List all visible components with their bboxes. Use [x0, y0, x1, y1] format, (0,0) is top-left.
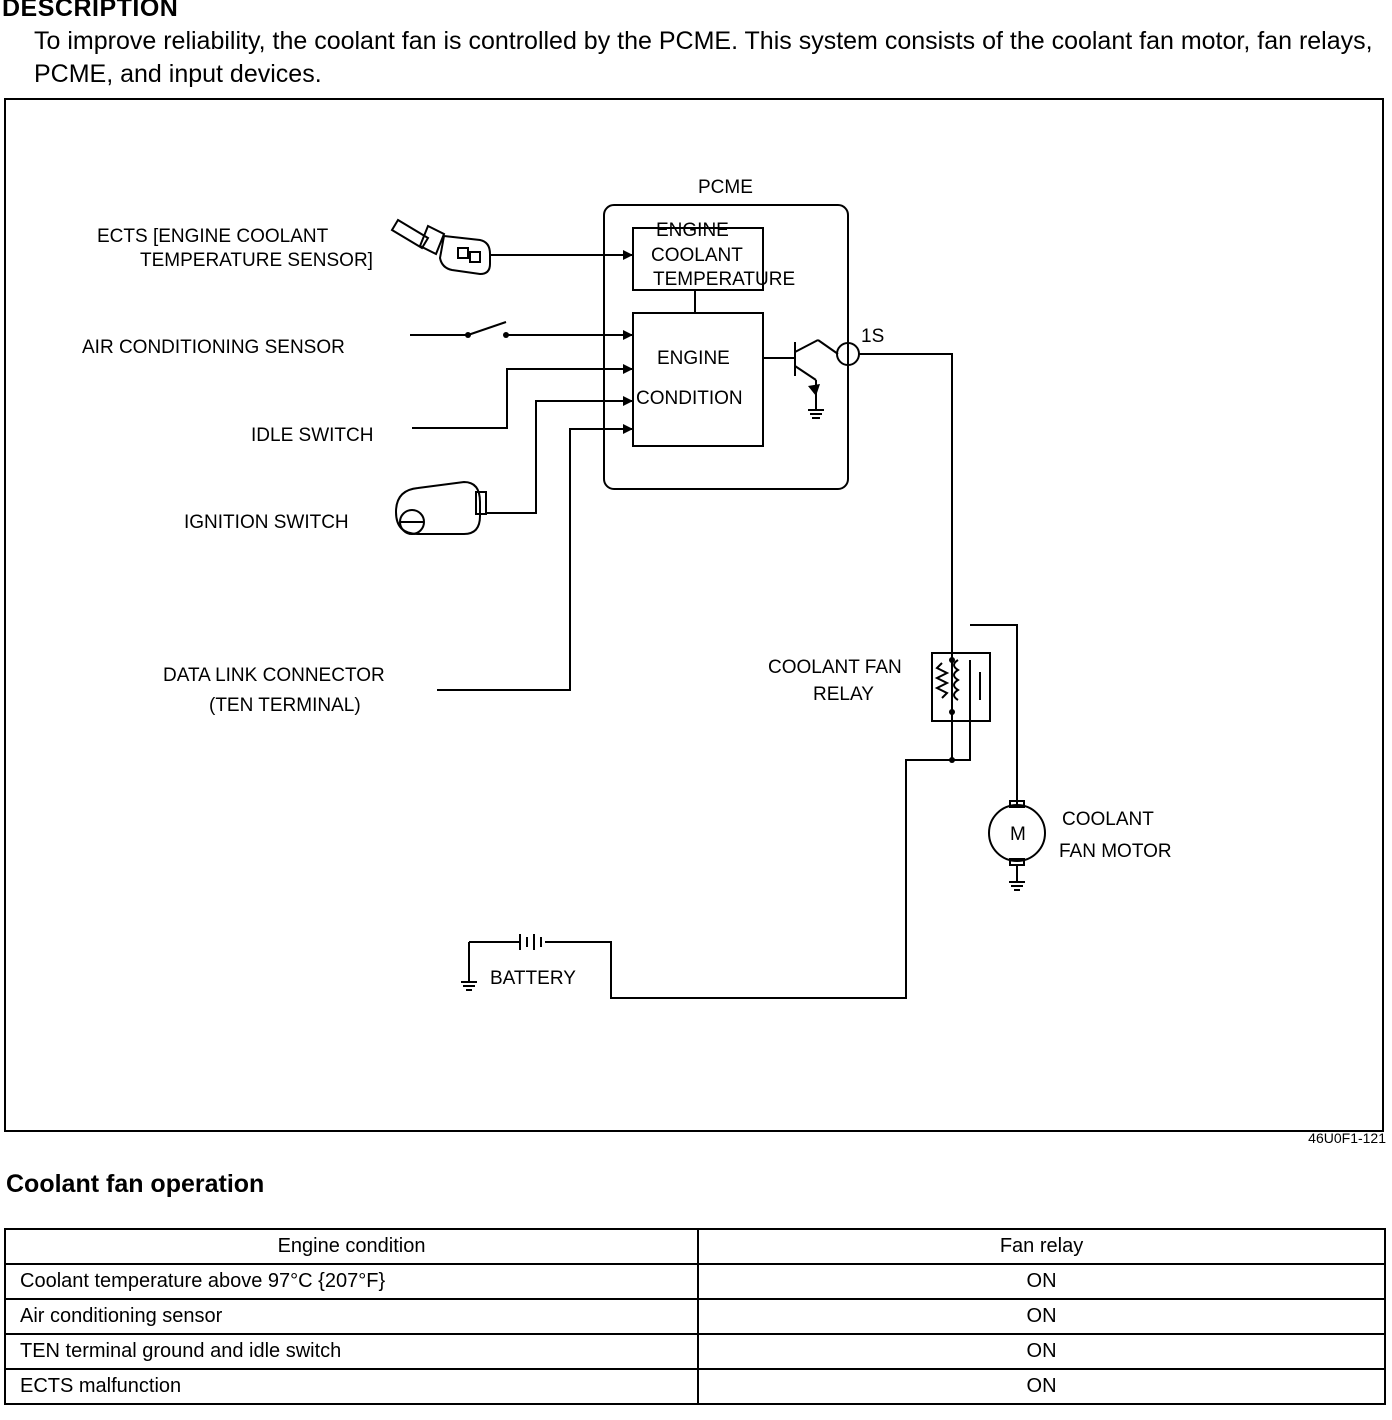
- relay-box: [931, 652, 991, 722]
- fan-relay-cell: ON: [697, 1333, 1386, 1370]
- ignition-switch-icon: [394, 480, 481, 535]
- terminal-label: 1S: [861, 326, 884, 347]
- operation-table: Engine condition Fan relay Coolant tempe…: [3, 1228, 1386, 1405]
- condition-cell: Air conditioning sensor: [3, 1298, 700, 1335]
- column-header-condition: Engine condition: [3, 1228, 700, 1265]
- ignition-switch-label: IGNITION SWITCH: [184, 512, 349, 533]
- dlc-label-line-1: DATA LINK CONNECTOR: [163, 665, 385, 686]
- motor-label-line-1: COOLANT: [1062, 809, 1154, 830]
- ects-label-line-1: ECTS [ENGINE COOLANT: [97, 226, 329, 247]
- relay-label-line-2: RELAY: [813, 684, 874, 705]
- idle-switch-label: IDLE SWITCH: [251, 425, 373, 446]
- ect-block-line-2: COOLANT: [651, 245, 743, 266]
- table-row: Air conditioning sensor ON: [3, 1298, 1386, 1335]
- ect-block-line-3: TEMPERATURE: [653, 269, 795, 290]
- motor-circle: [988, 804, 1046, 862]
- section-heading: DESCRIPTION: [2, 0, 179, 22]
- battery-label: BATTERY: [490, 968, 576, 989]
- condition-cell: TEN terminal ground and idle switch: [3, 1333, 700, 1370]
- table-header-row: Engine condition Fan relay: [3, 1228, 1386, 1265]
- table-row: Coolant temperature above 97°C {207°F} O…: [3, 1263, 1386, 1300]
- fan-relay-cell: ON: [697, 1368, 1386, 1405]
- table-row: TEN terminal ground and idle switch ON: [3, 1333, 1386, 1370]
- table-row: ECTS malfunction ON: [3, 1368, 1386, 1405]
- ects-label-line-2: TEMPERATURE SENSOR]: [140, 250, 373, 271]
- motor-label-line-2: FAN MOTOR: [1059, 841, 1172, 862]
- dlc-label-line-2: (TEN TERMINAL): [209, 695, 361, 716]
- pcme-label: PCME: [698, 177, 753, 198]
- figure-id: 46U0F1-121: [1308, 1130, 1386, 1146]
- condition-block-line-1: ENGINE: [657, 348, 730, 369]
- fan-relay-cell: ON: [697, 1263, 1386, 1300]
- ect-block-line-1: ENGINE: [656, 220, 729, 241]
- ac-sensor-label: AIR CONDITIONING SENSOR: [82, 337, 345, 358]
- motor-symbol: M: [1010, 824, 1026, 845]
- fan-relay-cell: ON: [697, 1298, 1386, 1335]
- relay-label-line-1: COOLANT FAN: [768, 657, 902, 678]
- condition-cell: Coolant temperature above 97°C {207°F}: [3, 1263, 700, 1300]
- condition-block-line-2: CONDITION: [636, 388, 743, 409]
- ects-sensor-icon: [390, 218, 491, 276]
- description-paragraph: To improve reliability, the coolant fan …: [34, 27, 1373, 88]
- ect-block: [632, 227, 764, 291]
- pcme-box: [603, 204, 849, 490]
- table-heading: Coolant fan operation: [6, 1170, 265, 1198]
- wiring-diagram: PCME ENGINE COOLANT TEMPERATURE ENGINE C…: [82, 177, 1172, 999]
- condition-block: [632, 312, 764, 447]
- diagram-frame: [4, 98, 1384, 1132]
- condition-cell: ECTS malfunction: [3, 1368, 700, 1405]
- column-header-fan-relay: Fan relay: [697, 1228, 1386, 1265]
